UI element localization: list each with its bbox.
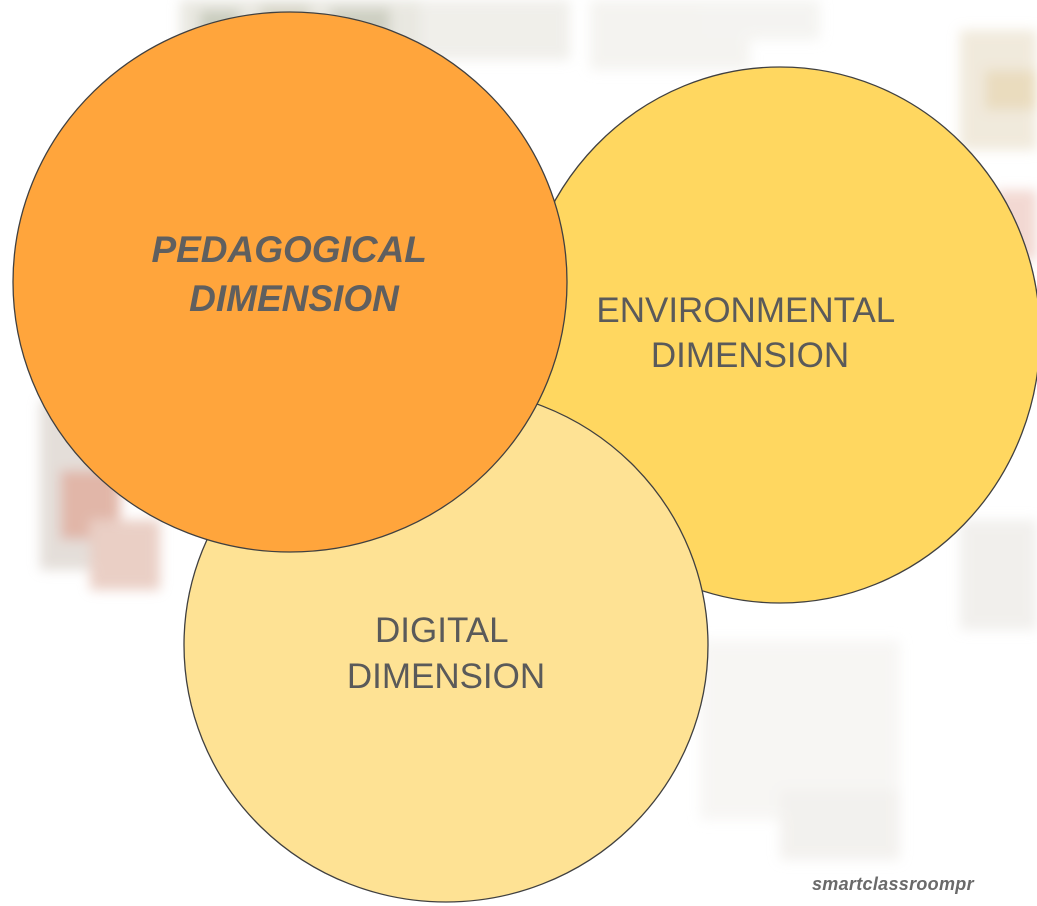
digital-label: DIGITAL DIMENSION <box>347 611 545 696</box>
pedagogical-label-line-1: PEDAGOGICAL <box>151 229 426 270</box>
environmental-label-line-2: DIMENSION <box>651 336 849 375</box>
environmental-label-line-1: ENVIRONMENTAL <box>596 291 894 330</box>
digital-label-line-2: DIMENSION <box>347 657 545 696</box>
watermark-text: smartclassroompr <box>812 874 974 894</box>
pedagogical-label: PEDAGOGICAL DIMENSION <box>151 229 436 319</box>
pedagogical-label-line-2: DIMENSION <box>189 278 400 319</box>
digital-label-line-1: DIGITAL <box>375 611 508 650</box>
pedagogical-dimension-circle <box>12 11 568 553</box>
environmental-label: ENVIRONMENTAL DIMENSION <box>596 291 903 375</box>
